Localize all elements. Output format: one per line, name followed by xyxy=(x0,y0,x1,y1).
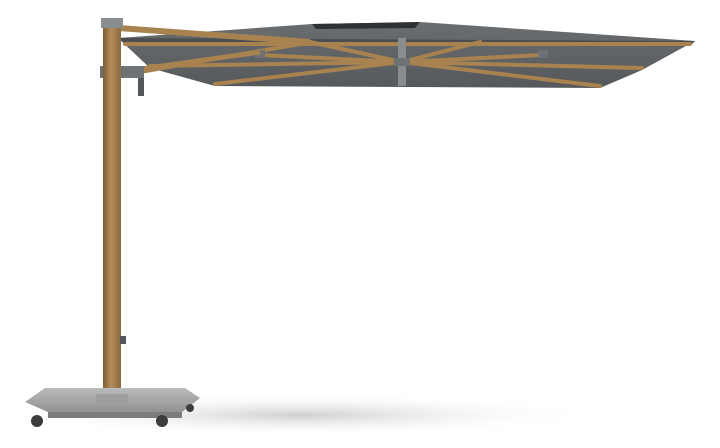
pole-lock xyxy=(120,336,126,344)
wheels xyxy=(31,404,194,427)
wheel xyxy=(156,415,168,427)
wheel xyxy=(31,415,43,427)
base xyxy=(25,388,200,418)
pole-cap xyxy=(101,18,123,28)
wheel xyxy=(186,404,194,412)
pole xyxy=(103,20,121,405)
